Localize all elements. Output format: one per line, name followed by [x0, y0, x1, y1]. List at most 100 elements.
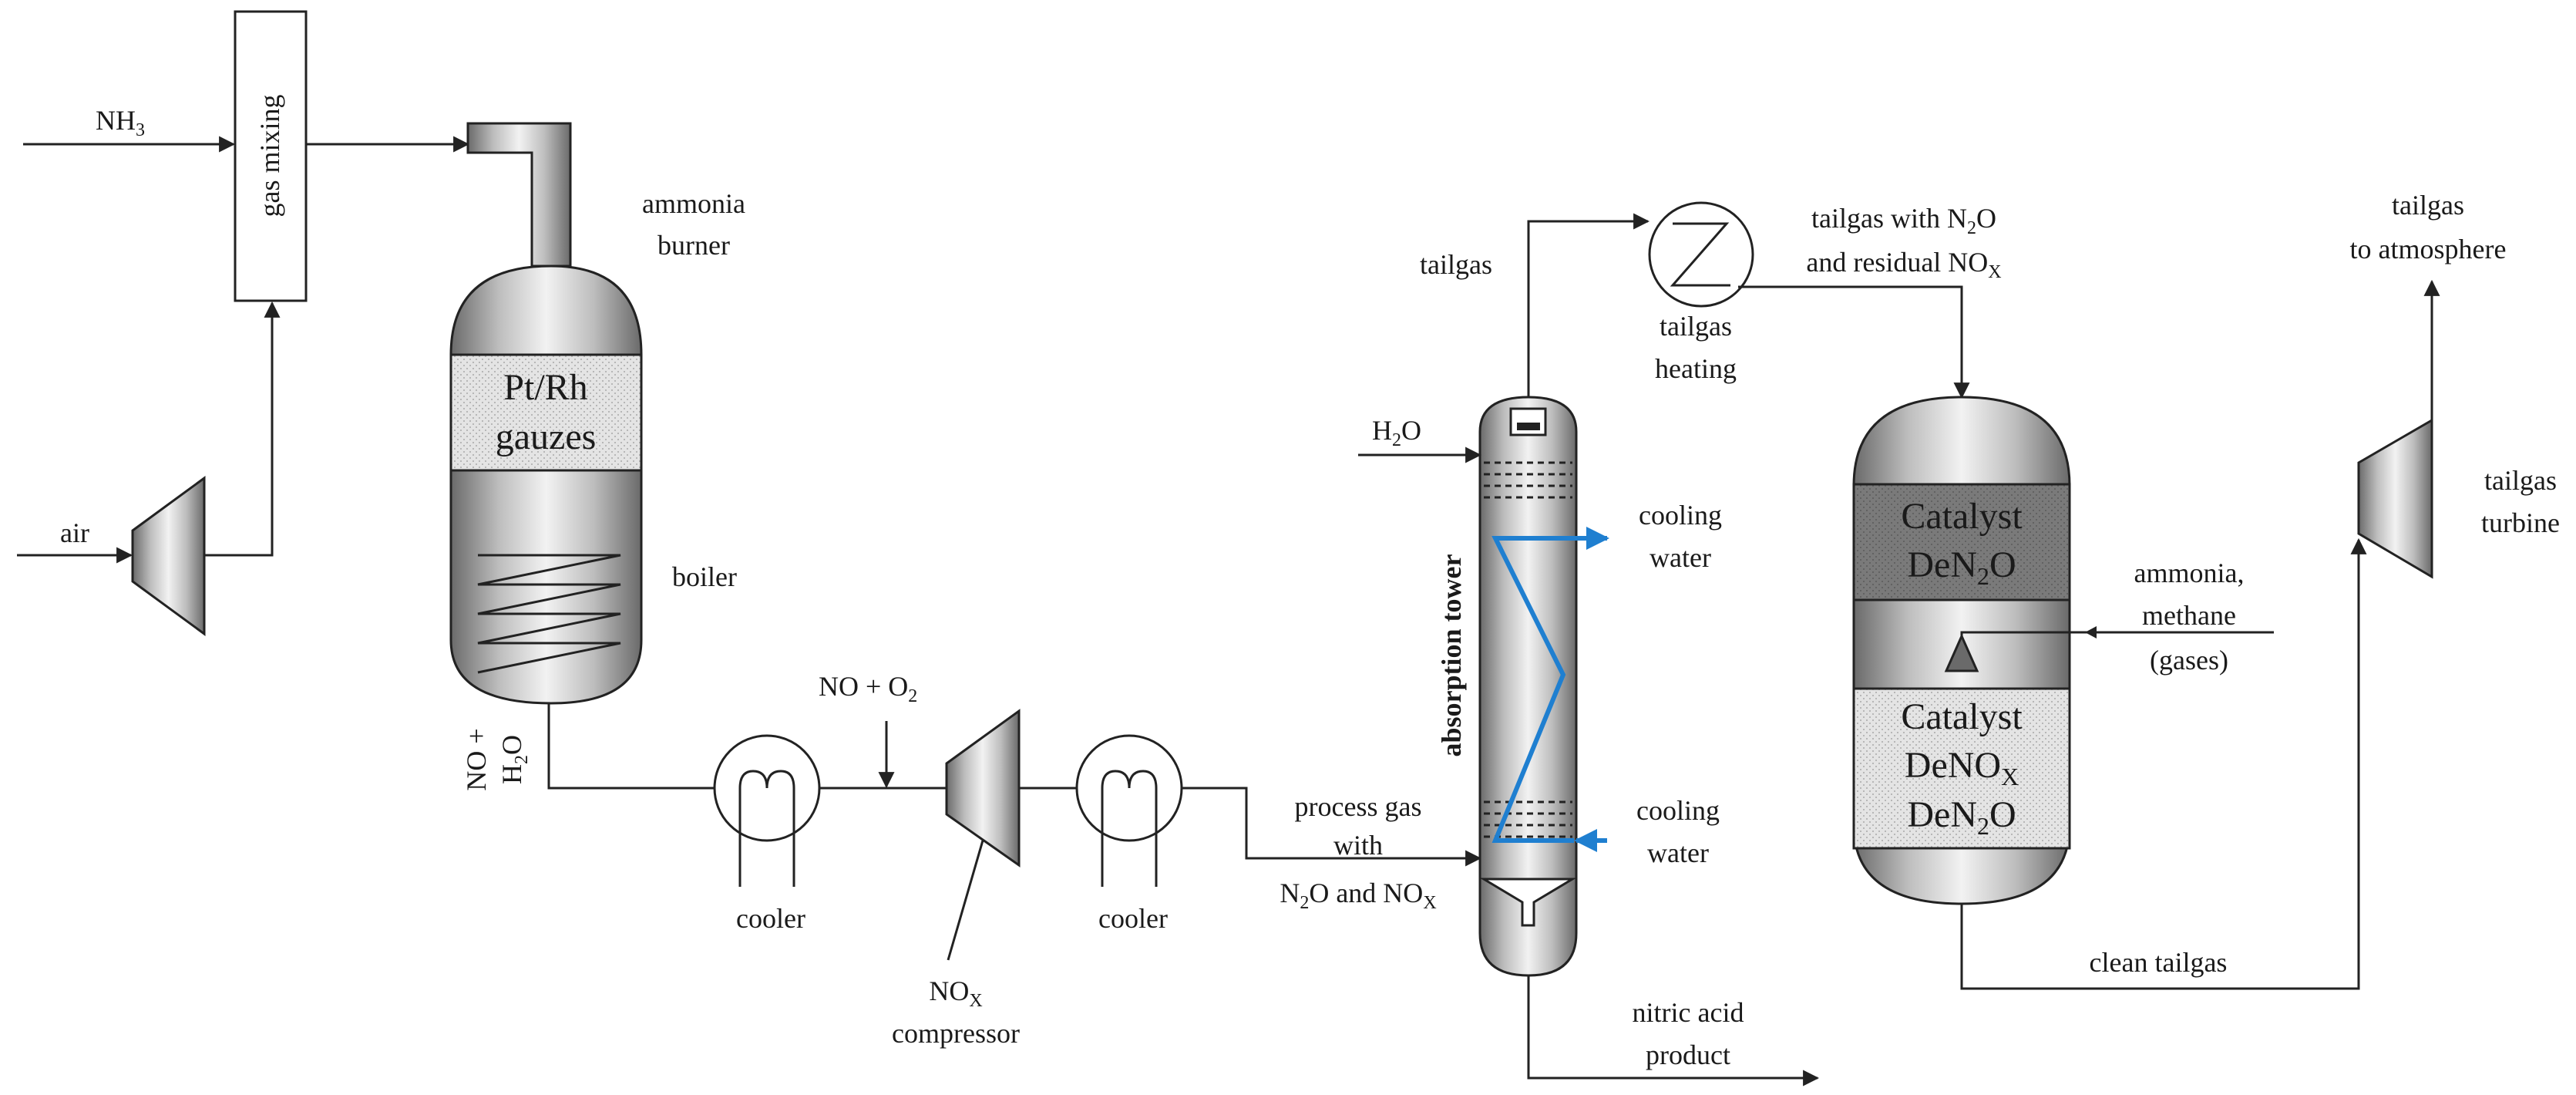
pt-rh-label: Pt/Rh [503, 367, 587, 408]
ammonia-label: ammonia, [2134, 558, 2245, 588]
tailgas-atm-label-2: to atmosphere [2350, 234, 2507, 264]
no-plus-label: NO + [461, 728, 492, 790]
no-o2-main: NO + O [819, 671, 908, 702]
cooler-1-label: cooler [736, 903, 805, 934]
cooler-2 [1075, 734, 1183, 887]
catalyst-1-label: Catalyst [1901, 496, 2023, 537]
air-compressor [131, 476, 206, 636]
clean-tailgas-line [1960, 537, 2367, 990]
tailgas-label: tailgas [1420, 249, 1492, 280]
cooler-2-tube [1101, 770, 1158, 887]
compressor-label: compressor [892, 1018, 1020, 1049]
d1-main: DeN [1907, 544, 1977, 585]
pg-nox-sub: X [1423, 893, 1436, 913]
den2o-2-label: DeN2O [1907, 794, 2016, 840]
tailgas-turbine-label-1: tailgas [2484, 465, 2557, 496]
d1-o: O [1989, 544, 2016, 585]
process-gas-label-3: N2O and NOX [1280, 878, 1436, 913]
tailgas-atm-label-1: tailgas [2392, 190, 2464, 221]
pg-n: N [1280, 878, 1300, 908]
tailgas-heating-label-1: tailgas [1660, 311, 1732, 342]
nitric-acid-label-2: product [1646, 1039, 1730, 1070]
tailgas-line [1527, 213, 1650, 397]
gas-injector [1944, 633, 1979, 672]
catalyst-2-label: Catalyst [1901, 696, 2023, 737]
catalyst-denox-bed [1852, 687, 2071, 850]
tower-distributor-inner [1517, 423, 1540, 430]
dn-main: DeNO [1905, 745, 2001, 786]
d2-o: O [1989, 794, 2016, 835]
nox-label: NOX [929, 975, 982, 1011]
air-label: air [60, 517, 89, 548]
nh3-label-sub: 3 [136, 120, 145, 140]
d2-main: DeN [1907, 794, 1977, 835]
nh3-label: NH3 [96, 105, 145, 140]
h2o-rot-sub: 2 [512, 755, 532, 764]
nh3-label-main: NH [96, 105, 136, 136]
absorption-tower-label: absorption tower [1436, 554, 1467, 756]
boiler-coil [477, 554, 621, 674]
rn-main: and residual NO [1806, 247, 1988, 278]
boiler-outlet-line [547, 703, 721, 790]
no-o2-label: NO + O2 [819, 671, 917, 706]
burner-top-head [449, 264, 643, 356]
den2o-1-label: DeN2O [1907, 544, 2016, 590]
process-gas-label-2: with [1333, 830, 1383, 861]
air-to-mixer-line [204, 301, 281, 557]
ammonia-burner-label-2: burner [657, 230, 730, 261]
nitric-acid-label-1: nitric acid [1633, 997, 1744, 1028]
residual-nox-label: and residual NOX [1806, 247, 2001, 282]
tw-n2-sub: 2 [1967, 218, 1976, 238]
h2o-o: O [1401, 415, 1421, 446]
rn-sub: X [1988, 262, 2001, 282]
gas-mixing-label: gas mixing [254, 95, 285, 217]
h2o-sub: 2 [1392, 430, 1401, 450]
tailgas-heating-label-2: heating [1655, 353, 1737, 384]
process-gas-line [1182, 787, 1482, 867]
cooling-water-top-1: cooling [1639, 500, 1722, 531]
boiler-section [449, 469, 643, 705]
h2o-h: H [1372, 415, 1392, 446]
ammonia-methane-feed-line [1960, 631, 2274, 636]
nox-compressor [945, 709, 1021, 868]
methane-label: methane [2142, 600, 2236, 631]
burner-inlet-pipe [466, 122, 572, 268]
d1-sub: 2 [1977, 562, 1989, 590]
tower-top-distributor [1509, 407, 1547, 436]
cooling-water-coil [1491, 536, 1574, 843]
cooling-water-bottom-1: cooling [1636, 795, 1720, 826]
no-h2o-label: NO + H2O [461, 728, 532, 790]
absorption-tower [1478, 396, 1578, 977]
pg-o-and-no: O and NO [1309, 878, 1423, 908]
tailgas-turbine [2357, 418, 2433, 579]
dn-sub: X [2001, 763, 2019, 790]
cooler-2-label: cooler [1098, 903, 1168, 934]
nox-sub: X [969, 991, 982, 1011]
h2o-label-rot: H2O [496, 735, 532, 784]
gauzes-label: gauzes [496, 416, 597, 457]
cooler-1-tube [738, 770, 795, 887]
heated-tailgas-line [1738, 285, 1970, 399]
tailgas-with-n2o-label: tailgas with N2O [1811, 203, 1996, 238]
gases-label: (gases) [2150, 645, 2228, 676]
d2-sub: 2 [1977, 812, 1989, 840]
nox-compressor-pointer [947, 840, 984, 961]
cooler-1 [713, 734, 821, 887]
tailgas-turbine-label-2: turbine [2481, 507, 2560, 538]
denox-label: DeNOX [1905, 745, 2019, 790]
h2o-rot-o: O [496, 735, 527, 755]
tw-o: O [1976, 203, 1996, 234]
h2o-rot-h: H [496, 764, 527, 784]
cooling-water-bottom-2: water [1647, 837, 1709, 868]
tailgas-heater-coil [1670, 222, 1730, 287]
h2o-label: H2O [1372, 415, 1421, 450]
tower-top-trays [1484, 461, 1572, 499]
ammonia-methane-arrowhead [2085, 626, 2097, 638]
nitric-acid-product-line [1527, 975, 1820, 1087]
nox-main: NO [929, 975, 969, 1006]
pt-rh-gauze-bed [449, 353, 643, 472]
catalyst-den2o-bed [1852, 483, 2071, 601]
tower-bottom-collector [1479, 878, 1577, 927]
clean-tailgas-label: clean tailgas [2090, 947, 2228, 978]
